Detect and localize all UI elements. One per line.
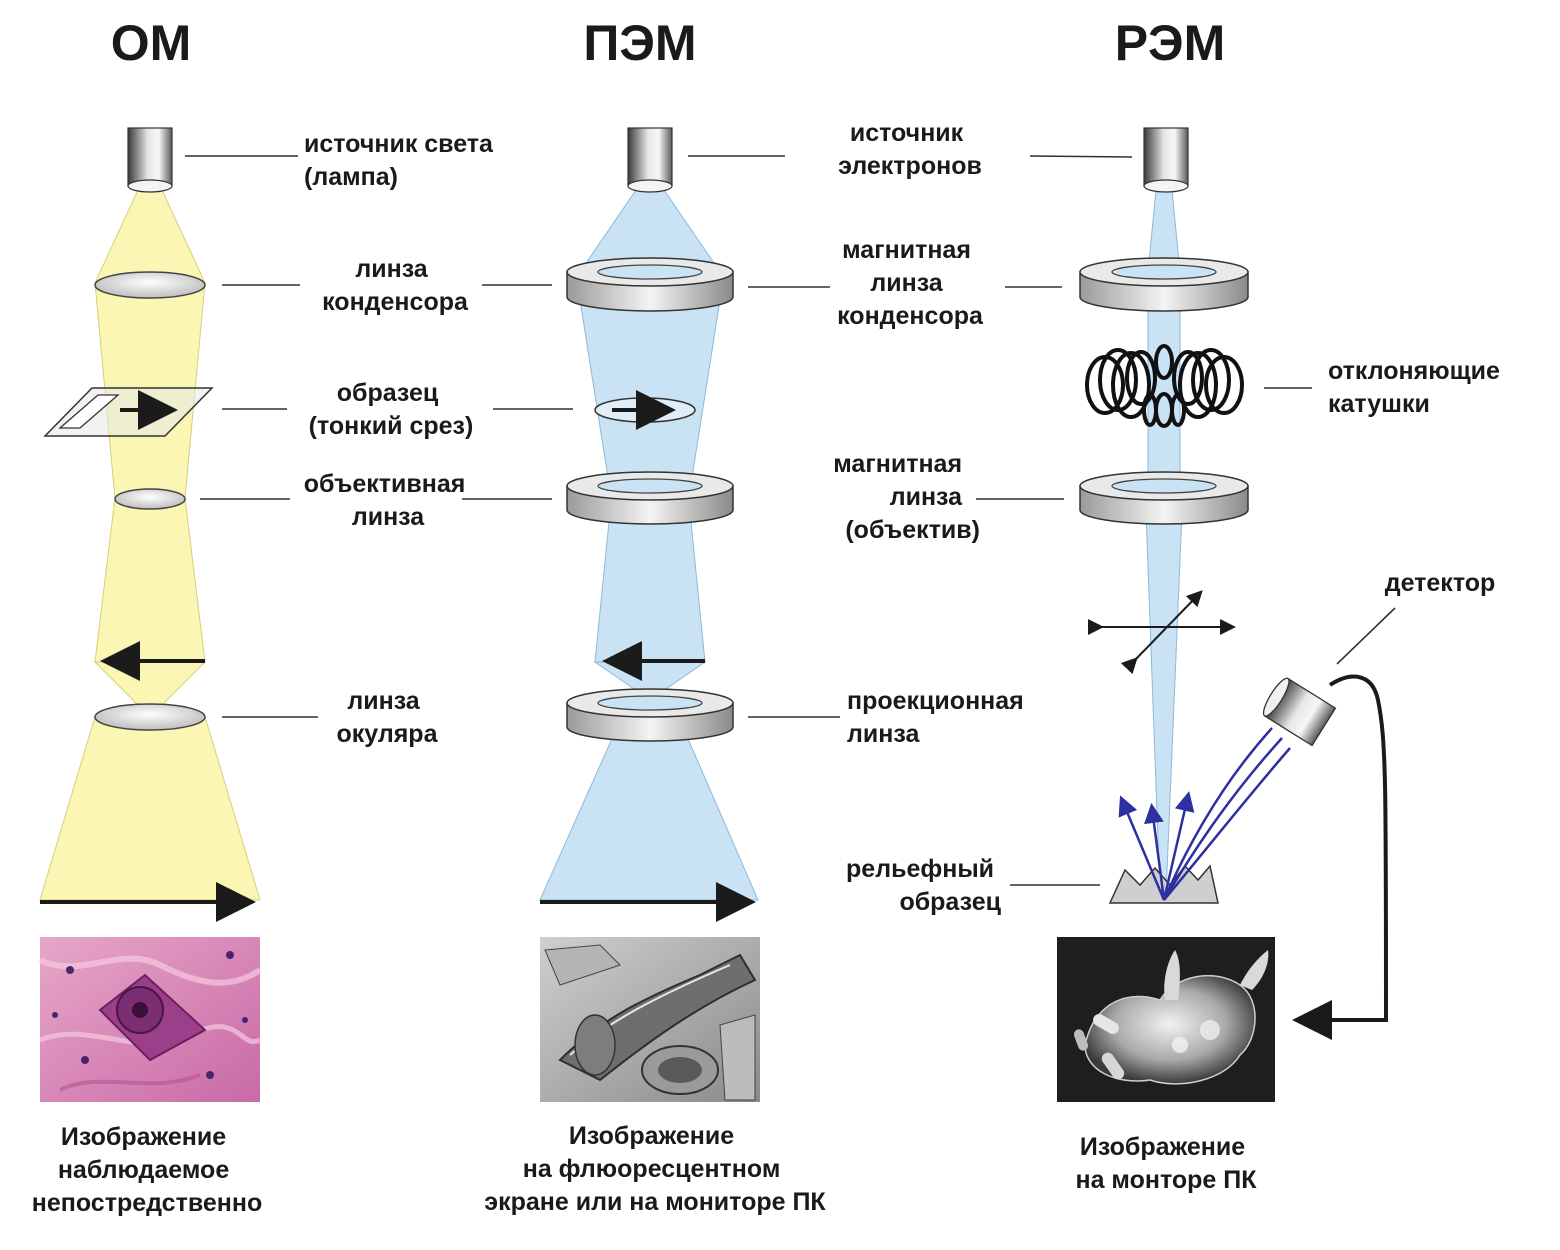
om-title: ОМ (111, 15, 192, 71)
relief-specimen-label: рельефный образец (846, 855, 1002, 916)
light-source-icon (127, 127, 173, 193)
magnetic-condenser-label: магнитная линза конденсора (837, 236, 984, 330)
om-objective-label: объективная линза (304, 470, 473, 531)
om-eyepiece-label: линза окуляра (336, 687, 438, 748)
relief-specimen-icon (1108, 864, 1219, 904)
detector-cable (1292, 674, 1389, 1040)
deflection-coils-label: отклоняющие катушки (1328, 357, 1507, 418)
glass-slide-icon (43, 387, 214, 437)
om-condenser-lens-icon (94, 271, 206, 299)
tem-specimen-icon (594, 390, 696, 430)
om-caption: Изображение наблюдаемое непостредственно (32, 1123, 262, 1217)
tem-electron-source-icon (627, 127, 673, 193)
sem-objective-magnetic-lens-icon (1079, 471, 1249, 525)
scattered-electrons-icon (1118, 727, 1291, 901)
om-source-label: источник света (лампа) (304, 130, 500, 191)
sem-caption: Изображение на монторе ПК (1075, 1133, 1257, 1194)
tem-condenser-magnetic-lens-icon (566, 257, 734, 312)
om-condenser-label: линза конденсора (322, 255, 469, 316)
tem-projection-magnetic-lens-icon (566, 688, 734, 742)
scan-direction-arrows-icon (1088, 590, 1236, 675)
light-micrograph-image (38, 937, 262, 1102)
detector-icon (1262, 677, 1337, 747)
tem-objective-magnetic-lens-icon (566, 471, 734, 525)
om-objective-lens-icon (114, 488, 186, 510)
sem-micrograph-image (1057, 937, 1275, 1102)
om-specimen-label: образец (тонкий срез) (309, 379, 474, 440)
sem-condenser-magnetic-lens-icon (1079, 257, 1249, 312)
sem-objective-label: магнитная линза (объектив) (833, 450, 980, 544)
tem-caption: Изображение на флюоресцентном экране или… (484, 1122, 826, 1216)
tem-title: ПЭМ (583, 15, 696, 71)
tem-micrograph-image (540, 937, 760, 1102)
sem-electron-source-icon (1143, 127, 1189, 193)
detector-label: детектор (1385, 569, 1496, 597)
deflection-coils-icon (1085, 344, 1244, 428)
electron-source-label: источник электронов (838, 119, 982, 180)
projection-lens-label: проекционная линза (847, 687, 1031, 748)
sem-title: РЭМ (1115, 15, 1226, 71)
om-eyepiece-lens-icon (94, 703, 206, 731)
